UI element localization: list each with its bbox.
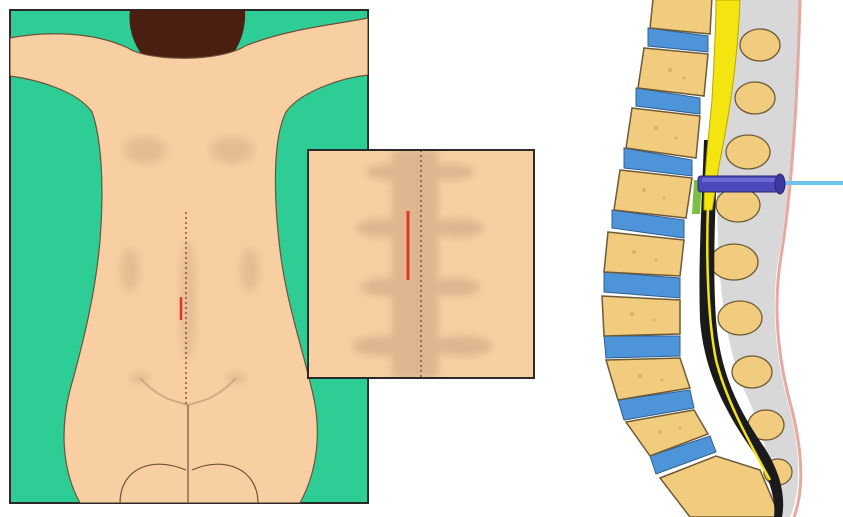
needle-icon	[698, 174, 843, 194]
vertebra-5	[604, 232, 684, 276]
vertebra-1	[650, 0, 712, 34]
needle-hub-end	[775, 174, 785, 194]
vertebra-4	[614, 170, 692, 218]
vertebra-2	[638, 48, 708, 96]
spine-sagittal-panel	[602, 0, 843, 517]
vertebra-6	[602, 296, 680, 336]
incision-inset-panel	[308, 150, 534, 378]
